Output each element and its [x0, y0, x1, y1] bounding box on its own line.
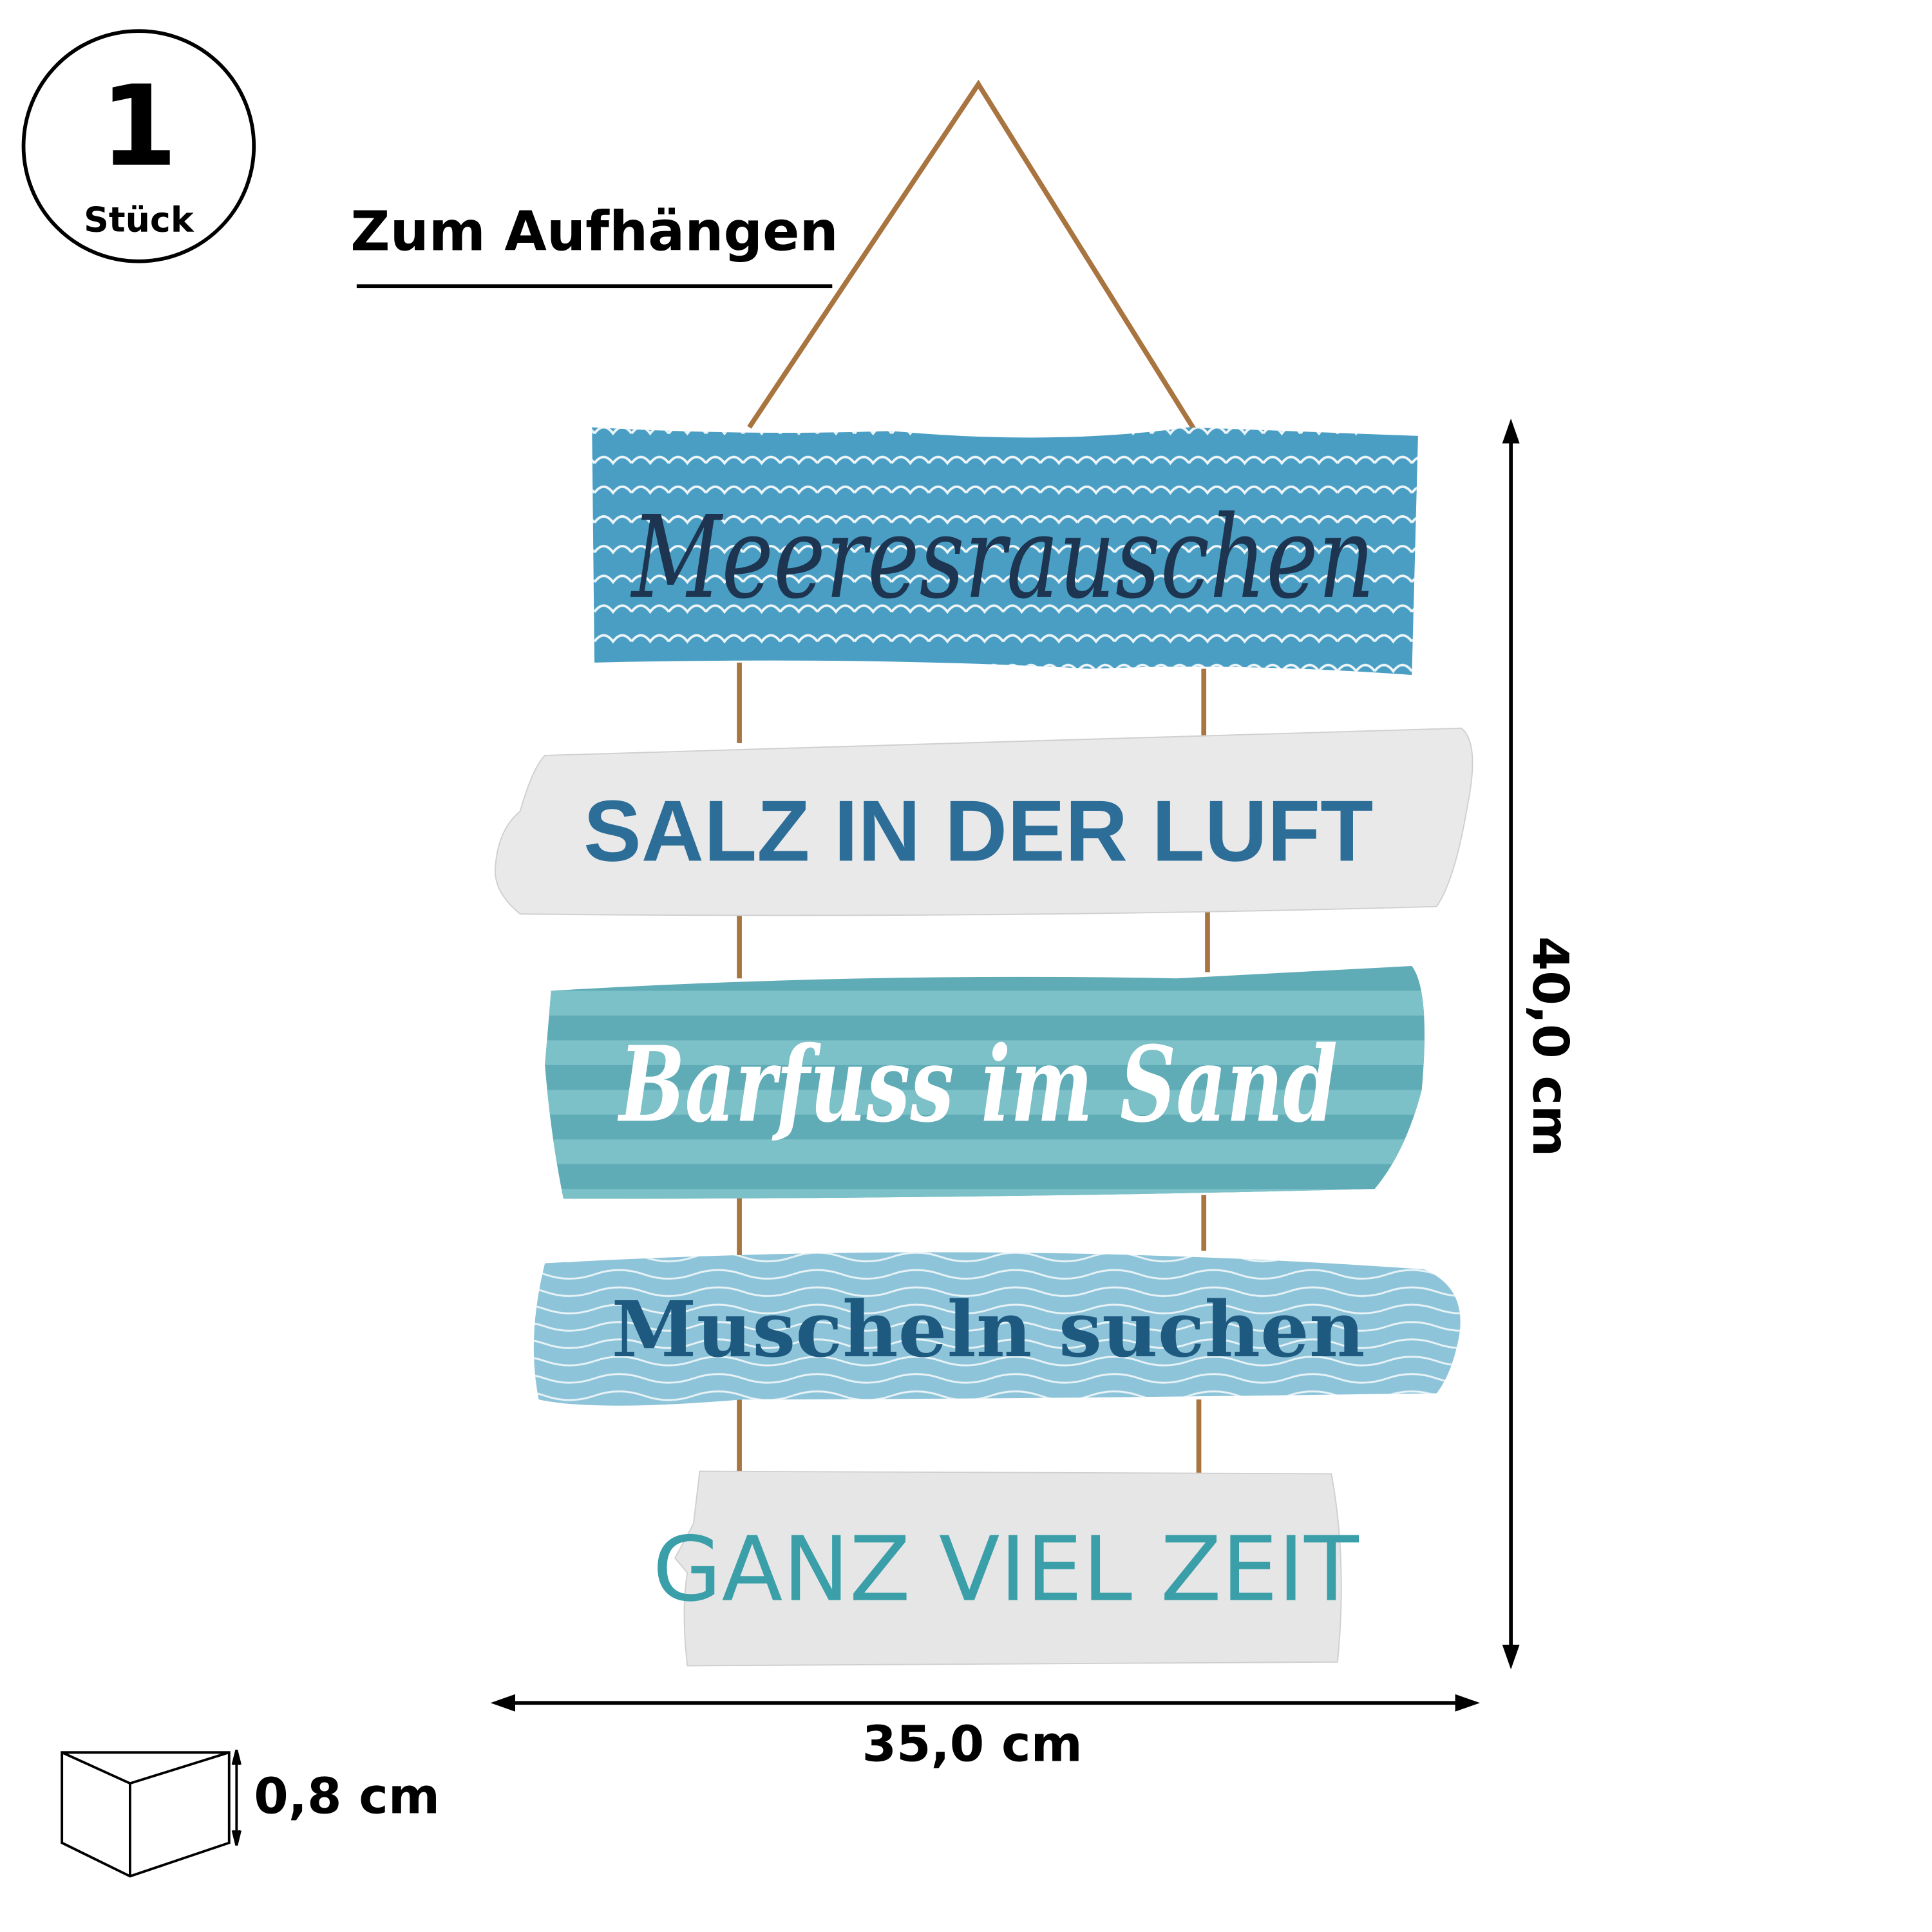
quantity-unit: Stück — [84, 200, 194, 240]
sign-text: Meeresrauschen — [630, 491, 1374, 624]
quantity-badge: 1 Stück — [21, 29, 256, 263]
jute-rope — [737, 79, 1210, 1474]
sign-meeresrauschen: Meeresrauschen — [592, 427, 1418, 676]
sign-salz-in-der-luft: SALZ IN DER LUFT — [494, 727, 1473, 916]
height-label: 40,0 cm — [1521, 936, 1578, 1157]
quantity-number: 1 — [100, 61, 177, 191]
sign-text: Muscheln suchen — [612, 1285, 1365, 1375]
sign-text: Barfuss im Sand — [618, 1023, 1338, 1146]
width-dimension-arrow — [490, 1694, 1481, 1712]
depth-label: 0,8 cm — [254, 1768, 440, 1825]
width-label: 35,0 cm — [862, 1716, 1082, 1774]
sign-muscheln-suchen: Muscheln suchen — [533, 1252, 1461, 1406]
sign-text: SALZ IN DER LUFT — [583, 782, 1373, 880]
sign-ganz-viel-zeit: GANZ VIEL ZEIT — [652, 1470, 1359, 1667]
sign-text: GANZ VIEL ZEIT — [652, 1517, 1359, 1622]
hanging-label: Zum Aufhängen — [350, 199, 838, 263]
depth-box-icon — [61, 1749, 242, 1878]
height-dimension-arrow — [1502, 419, 1520, 1670]
sign-barfuss-im-sand: Barfuss im Sand — [545, 966, 1425, 1199]
